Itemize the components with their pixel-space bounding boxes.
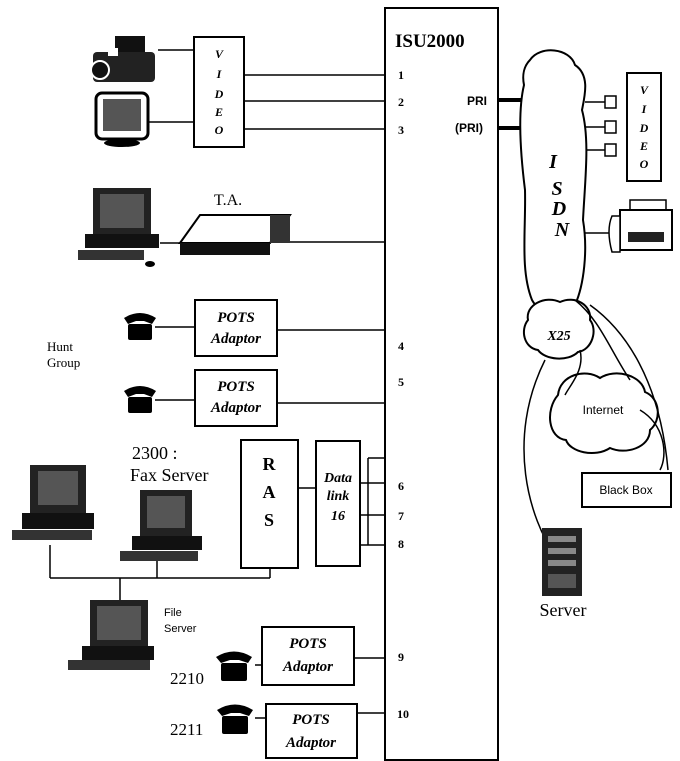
port-7: 7 bbox=[398, 509, 404, 523]
video-ports-right bbox=[604, 95, 617, 157]
video-left-letter-v: V bbox=[215, 47, 224, 61]
server-tower-icon bbox=[542, 528, 582, 596]
port-numbers: 1 2 3 4 5 6 7 8 9 10 bbox=[397, 68, 409, 721]
port-3: 3 bbox=[398, 123, 404, 137]
pots-4-line1: POTS bbox=[292, 712, 330, 728]
x25-label: X25 bbox=[546, 329, 570, 344]
port-8: 8 bbox=[398, 537, 404, 551]
pots-2-line1: POTS bbox=[217, 379, 255, 395]
workstation-icon bbox=[78, 188, 159, 267]
video-left-letter-i: I bbox=[216, 67, 223, 81]
internet-cloud bbox=[549, 372, 659, 455]
isdn-letter-s: S bbox=[551, 178, 562, 200]
datalink-line1: Data bbox=[323, 471, 352, 486]
video-monitor-icon bbox=[94, 91, 150, 147]
video-right-letter-e: E bbox=[639, 139, 648, 153]
isdn-letter-i: I bbox=[548, 151, 558, 173]
pri-label: PRI bbox=[467, 94, 487, 108]
video-right-letter-d: D bbox=[639, 121, 649, 135]
hunt-group-line2: Group bbox=[47, 355, 80, 370]
pots-adaptor-1: POTS Adaptor bbox=[194, 299, 278, 357]
telephone-icon bbox=[124, 386, 156, 413]
ext-2210: 2210 bbox=[170, 669, 204, 688]
terminal-adapter-icon bbox=[178, 214, 292, 255]
port-1: 1 bbox=[398, 68, 404, 82]
hunt-group-line1: Hunt bbox=[47, 339, 73, 354]
file-server-line1: File bbox=[164, 607, 182, 619]
isdn-letters: I S D N bbox=[548, 151, 571, 241]
black-box bbox=[581, 472, 672, 508]
port-9: 9 bbox=[398, 650, 404, 664]
video-box-right bbox=[626, 72, 662, 182]
file-server-icon bbox=[68, 600, 154, 670]
video-right-letter-v: V bbox=[640, 83, 649, 97]
pots-3-line2: Adaptor bbox=[282, 659, 333, 675]
video-left-letter-e: E bbox=[214, 105, 223, 119]
video-right-letters: V I D E O bbox=[639, 83, 649, 171]
fax-machine-icon bbox=[608, 199, 673, 253]
pots-2-line2: Adaptor bbox=[210, 400, 261, 416]
file-server-line2: Server bbox=[164, 623, 197, 635]
pri-secondary-label: (PRI) bbox=[455, 121, 483, 135]
telephone-icon bbox=[124, 313, 156, 340]
datalink-line2: link bbox=[327, 489, 350, 504]
video-camera-icon bbox=[90, 36, 155, 82]
video-box-left bbox=[193, 36, 245, 148]
video-right-letter-i: I bbox=[641, 102, 648, 116]
pots-1-line1: POTS bbox=[217, 310, 255, 326]
pots-adaptor-4: POTS Adaptor bbox=[265, 703, 358, 759]
pots-adaptor-3: POTS Adaptor bbox=[261, 626, 355, 686]
ras-box: R A S bbox=[240, 439, 299, 569]
ta-label: T.A. bbox=[214, 192, 242, 209]
ext-2211: 2211 bbox=[170, 720, 203, 739]
black-box-label: Black Box bbox=[599, 483, 652, 497]
pots-1-line2: Adaptor bbox=[210, 331, 261, 347]
datalink-line3: 16 bbox=[331, 509, 345, 524]
isu2000-box bbox=[384, 7, 499, 761]
x25-cloud bbox=[522, 298, 595, 360]
datalink-box: Data link 16 bbox=[315, 440, 361, 567]
ras-letter-a: A bbox=[263, 482, 276, 502]
port-10: 10 bbox=[397, 707, 409, 721]
isu2000-title: ISU2000 bbox=[395, 31, 465, 52]
server-label: Server bbox=[540, 600, 587, 620]
fax-server-line1: 2300 : bbox=[132, 443, 178, 463]
telephone-icon bbox=[216, 651, 252, 681]
isdn-letter-n: N bbox=[554, 219, 571, 241]
internet-label: Internet bbox=[583, 403, 624, 417]
telephone-icon bbox=[217, 704, 253, 734]
video-right-letter-o: O bbox=[640, 157, 649, 171]
workstation-icon bbox=[12, 465, 94, 540]
video-left-letter-d: D bbox=[214, 87, 224, 101]
pots-adaptor-2: POTS Adaptor bbox=[194, 369, 278, 427]
video-left-letters: V I D E O bbox=[214, 47, 224, 137]
port-5: 5 bbox=[398, 375, 404, 389]
fax-server-line2: Fax Server bbox=[130, 465, 208, 485]
port-6: 6 bbox=[398, 479, 404, 493]
ras-letter-s: S bbox=[264, 510, 274, 530]
port-4: 4 bbox=[398, 339, 404, 353]
video-left-letter-o: O bbox=[215, 123, 224, 137]
workstation-icon bbox=[120, 490, 202, 561]
ras-letter-r: R bbox=[263, 454, 277, 474]
isdn-letter-d: D bbox=[551, 198, 566, 220]
pots-3-line1: POTS bbox=[289, 636, 327, 652]
pots-4-line2: Adaptor bbox=[285, 735, 336, 751]
port-2: 2 bbox=[398, 95, 404, 109]
